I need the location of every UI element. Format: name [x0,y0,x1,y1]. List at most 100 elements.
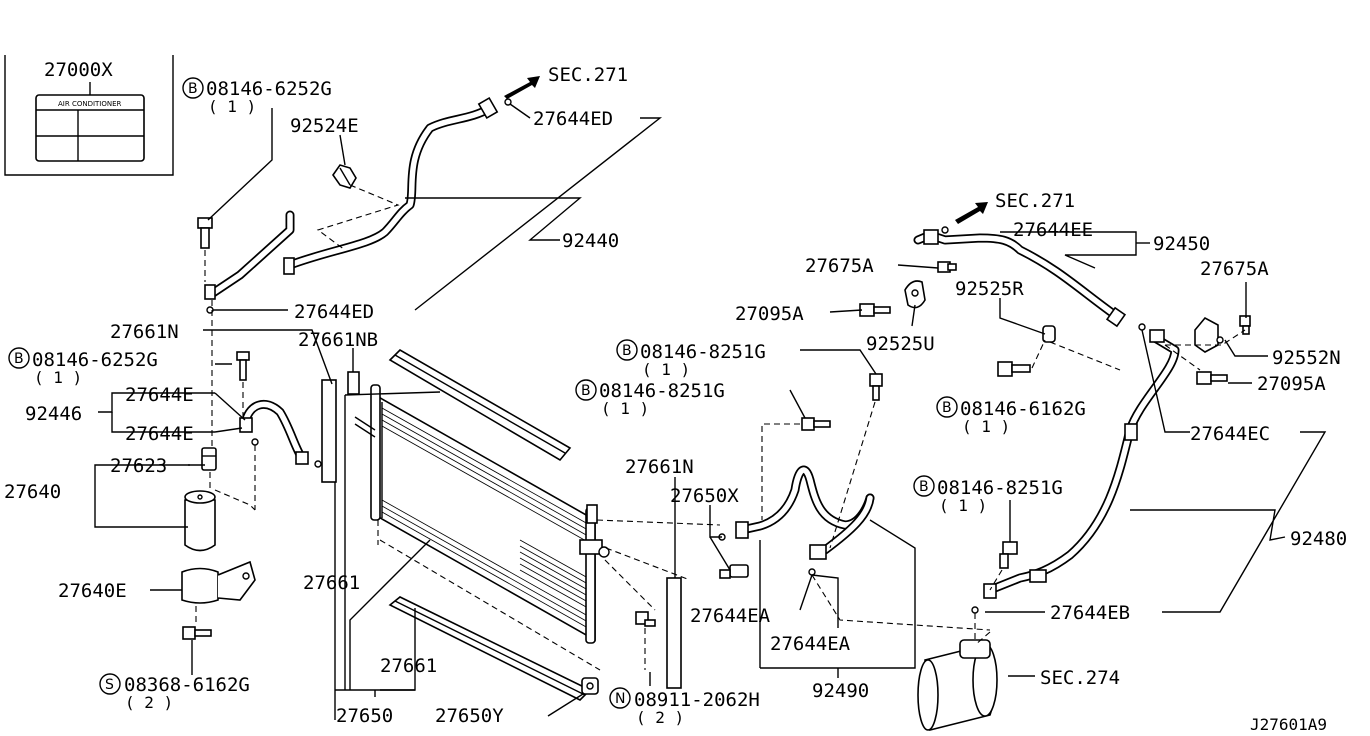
part-label-27644EE: 27644EE [1013,219,1093,241]
part-label-92524E: 92524E [290,115,359,137]
part-label-27650Y: 27650Y [435,705,504,727]
qty-label: ( 1 ) [34,368,82,387]
arrow-icon [504,76,540,99]
part-label-27650: 27650 [336,705,393,727]
part-label-27640: 27640 [4,481,61,503]
part-label-27095A-b: 27095A [1257,373,1326,395]
qty-label: ( 2 ) [636,708,684,727]
pressure-switch-27623 [201,447,217,471]
part-label-27644E-a: 27644E [125,384,194,406]
seal-27661N-left [321,379,337,483]
circle-b-icon [616,339,638,361]
bolt-label-08368-6162G: 08368-6162G [124,674,250,696]
qty-label: ( 1 ) [962,417,1010,436]
part-label-27644ED-mid: 27644ED [294,301,374,323]
part-label-27661-b: 27661 [380,655,437,677]
circle-b-icon [936,396,958,418]
circle-b-icon [575,379,597,401]
pipe-92440 [204,96,512,300]
circle-b-letter: B [581,383,591,399]
bracket-92524E [332,164,357,189]
sec-271-top-label: SEC.271 [548,64,628,86]
bolt-icon [1196,371,1228,385]
part-label-27661N-left: 27661N [110,321,179,343]
bolt-icon [182,626,212,640]
bolt-icon [859,303,891,317]
part-label-27644EA-b: 27644EA [770,633,851,655]
compressor-sec274 [917,639,998,732]
circle-b-letter: B [942,400,952,416]
bolt-label-08146-6162G: 08146-6162G [960,398,1086,420]
seal-27661N-mid [666,577,682,689]
part-label-92446: 92446 [25,403,82,425]
diagram-id: J27601A9 [1250,715,1327,734]
circle-b-icon [182,77,204,99]
bolt-label-08146-6252G-top: 08146-6252G [206,78,332,100]
bolt-label-08146-8251G-mid-b: 08146-8251G [599,380,725,402]
qty-label: ( 1 ) [939,496,987,515]
bracket-92552N [1194,316,1224,353]
seal-27661NB [347,371,360,395]
qty-label: ( 1 ) [642,360,690,379]
circle-b-letter: B [919,479,929,495]
bolt-icon [999,541,1018,569]
circle-n-icon [609,687,631,709]
part-label-27640E: 27640E [58,580,127,602]
part-label-92552N: 92552N [1272,347,1341,369]
circle-b-letter: B [188,81,198,97]
liquid-tank-27640 [184,490,216,552]
bolt-label-08146-6252G-left: 08146-6252G [32,349,158,371]
part-label-27644ED-top: 27644ED [533,108,613,130]
part-label-92480: 92480 [1290,528,1347,550]
bolt-icon [869,373,883,401]
part-label-27661N-mid: 27661N [625,456,694,478]
pressure-sensor-27650X [719,564,749,579]
part-label-92450: 92450 [1153,233,1210,255]
circle-b-icon [913,475,935,497]
nut-label-08911-2062H: 08911-2062H [634,689,760,711]
mount-27650Y [581,677,599,695]
bolt-icon [197,217,213,249]
clamp-92525U [904,280,926,309]
bolt-label-08146-8251G-mid-a: 08146-8251G [640,341,766,363]
bolt-icon [1239,315,1251,335]
part-label-27675A-a: 27675A [805,255,874,277]
kit-label-box: 27000X AIR CONDITIONER [4,55,174,176]
bolt-label-08146-8251G-right: 08146-8251G [937,477,1063,499]
part-label-92525R: 92525R [955,278,1024,300]
part-label-27644EA-a: 27644EA [690,605,771,627]
part-label-27650X: 27650X [670,485,739,507]
sec271-right-ref: SEC.271 [955,190,1075,224]
part-label-27623: 27623 [110,455,167,477]
circle-n-letter: N [615,691,625,707]
part-label-92525U: 92525U [866,333,935,355]
circle-b-letter: B [14,351,24,367]
part-label-27675A-b: 27675A [1200,258,1269,280]
bracket-27640E [181,560,256,604]
circle-s-icon [99,673,121,695]
bolt-icon [236,351,250,381]
condenser-core-27650 [370,384,610,644]
part-label-27095A-a: 27095A [735,303,804,325]
sec271-top-ref: SEC.271 [504,64,628,99]
bolt-icon [937,261,957,273]
part-label-27644EC: 27644EC [1190,423,1270,445]
part-label-27644E-b: 27644E [125,423,194,445]
qty-label: ( 1 ) [601,399,649,418]
bolt-icon [801,417,831,431]
sec-271-right-label: SEC.271 [995,190,1075,212]
part-label-92440: 92440 [562,230,619,252]
part-label-27644EB: 27644EB [1050,602,1130,624]
arrow-icon [955,202,988,224]
circle-s-letter: S [105,677,114,693]
circle-b-letter: B [622,343,632,359]
qty-label: ( 1 ) [208,97,256,116]
nut-icon [635,611,656,627]
part-label-27661NB: 27661NB [298,329,378,351]
part-label-92490: 92490 [812,680,869,702]
seal-27661-top [388,349,572,462]
sec-274-label: SEC.274 [1040,667,1120,689]
part-label-27000X: 27000X [44,59,113,81]
part-label-27661-a: 27661 [303,572,360,594]
